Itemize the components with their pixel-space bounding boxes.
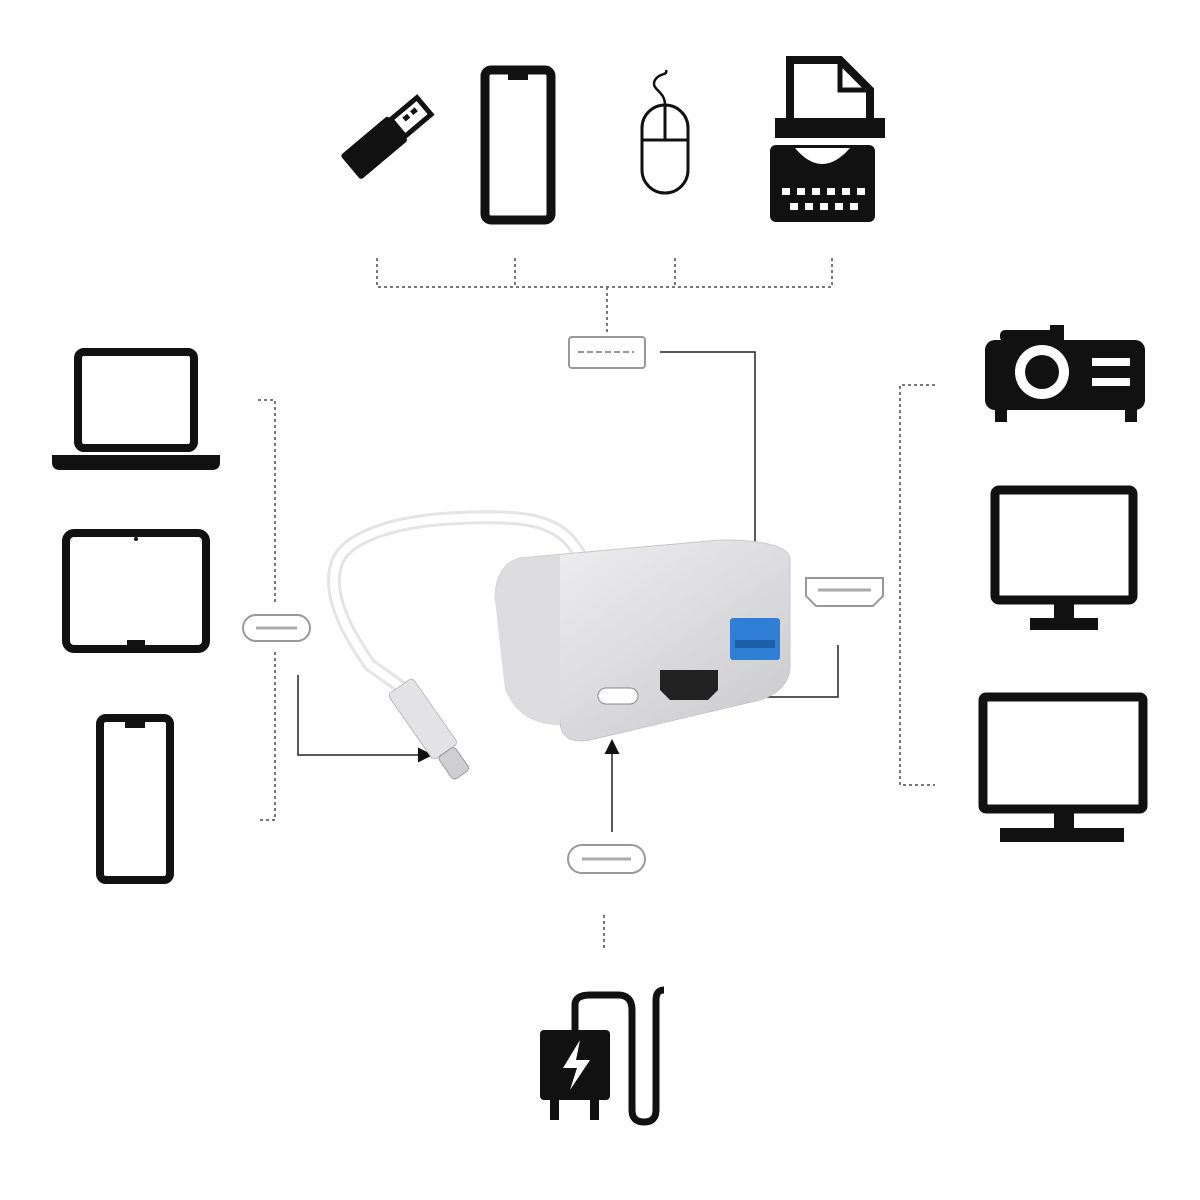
projector-icon [985, 325, 1145, 422]
usb-a-port-icon [568, 336, 646, 369]
top-connector-bracket [376, 258, 833, 335]
right-connector-bracket [899, 384, 935, 786]
usb-c-adapter [327, 510, 791, 780]
smartphone-icon [96, 714, 174, 884]
tablet-icon [62, 529, 210, 653]
laptop-icon [52, 348, 220, 470]
usb-c-port [597, 687, 639, 705]
hdmi-port [660, 670, 718, 700]
usb-c-power-port-icon [567, 844, 646, 874]
usb-flash-drive-icon [341, 94, 435, 179]
charger-icon [540, 986, 665, 1126]
printer-icon [770, 56, 885, 222]
tv-icon [978, 692, 1148, 842]
hdmi-port-icon [805, 577, 884, 607]
usb-c-cable-arrow [297, 675, 433, 763]
usb3-port [730, 618, 780, 660]
smartphone-icon [480, 65, 556, 225]
usb-a-arrow [660, 351, 763, 601]
mouse-icon [640, 69, 690, 195]
left-connector-bracket [258, 399, 276, 821]
monitor-icon [990, 485, 1138, 630]
usb-c-port-icon [242, 614, 311, 642]
